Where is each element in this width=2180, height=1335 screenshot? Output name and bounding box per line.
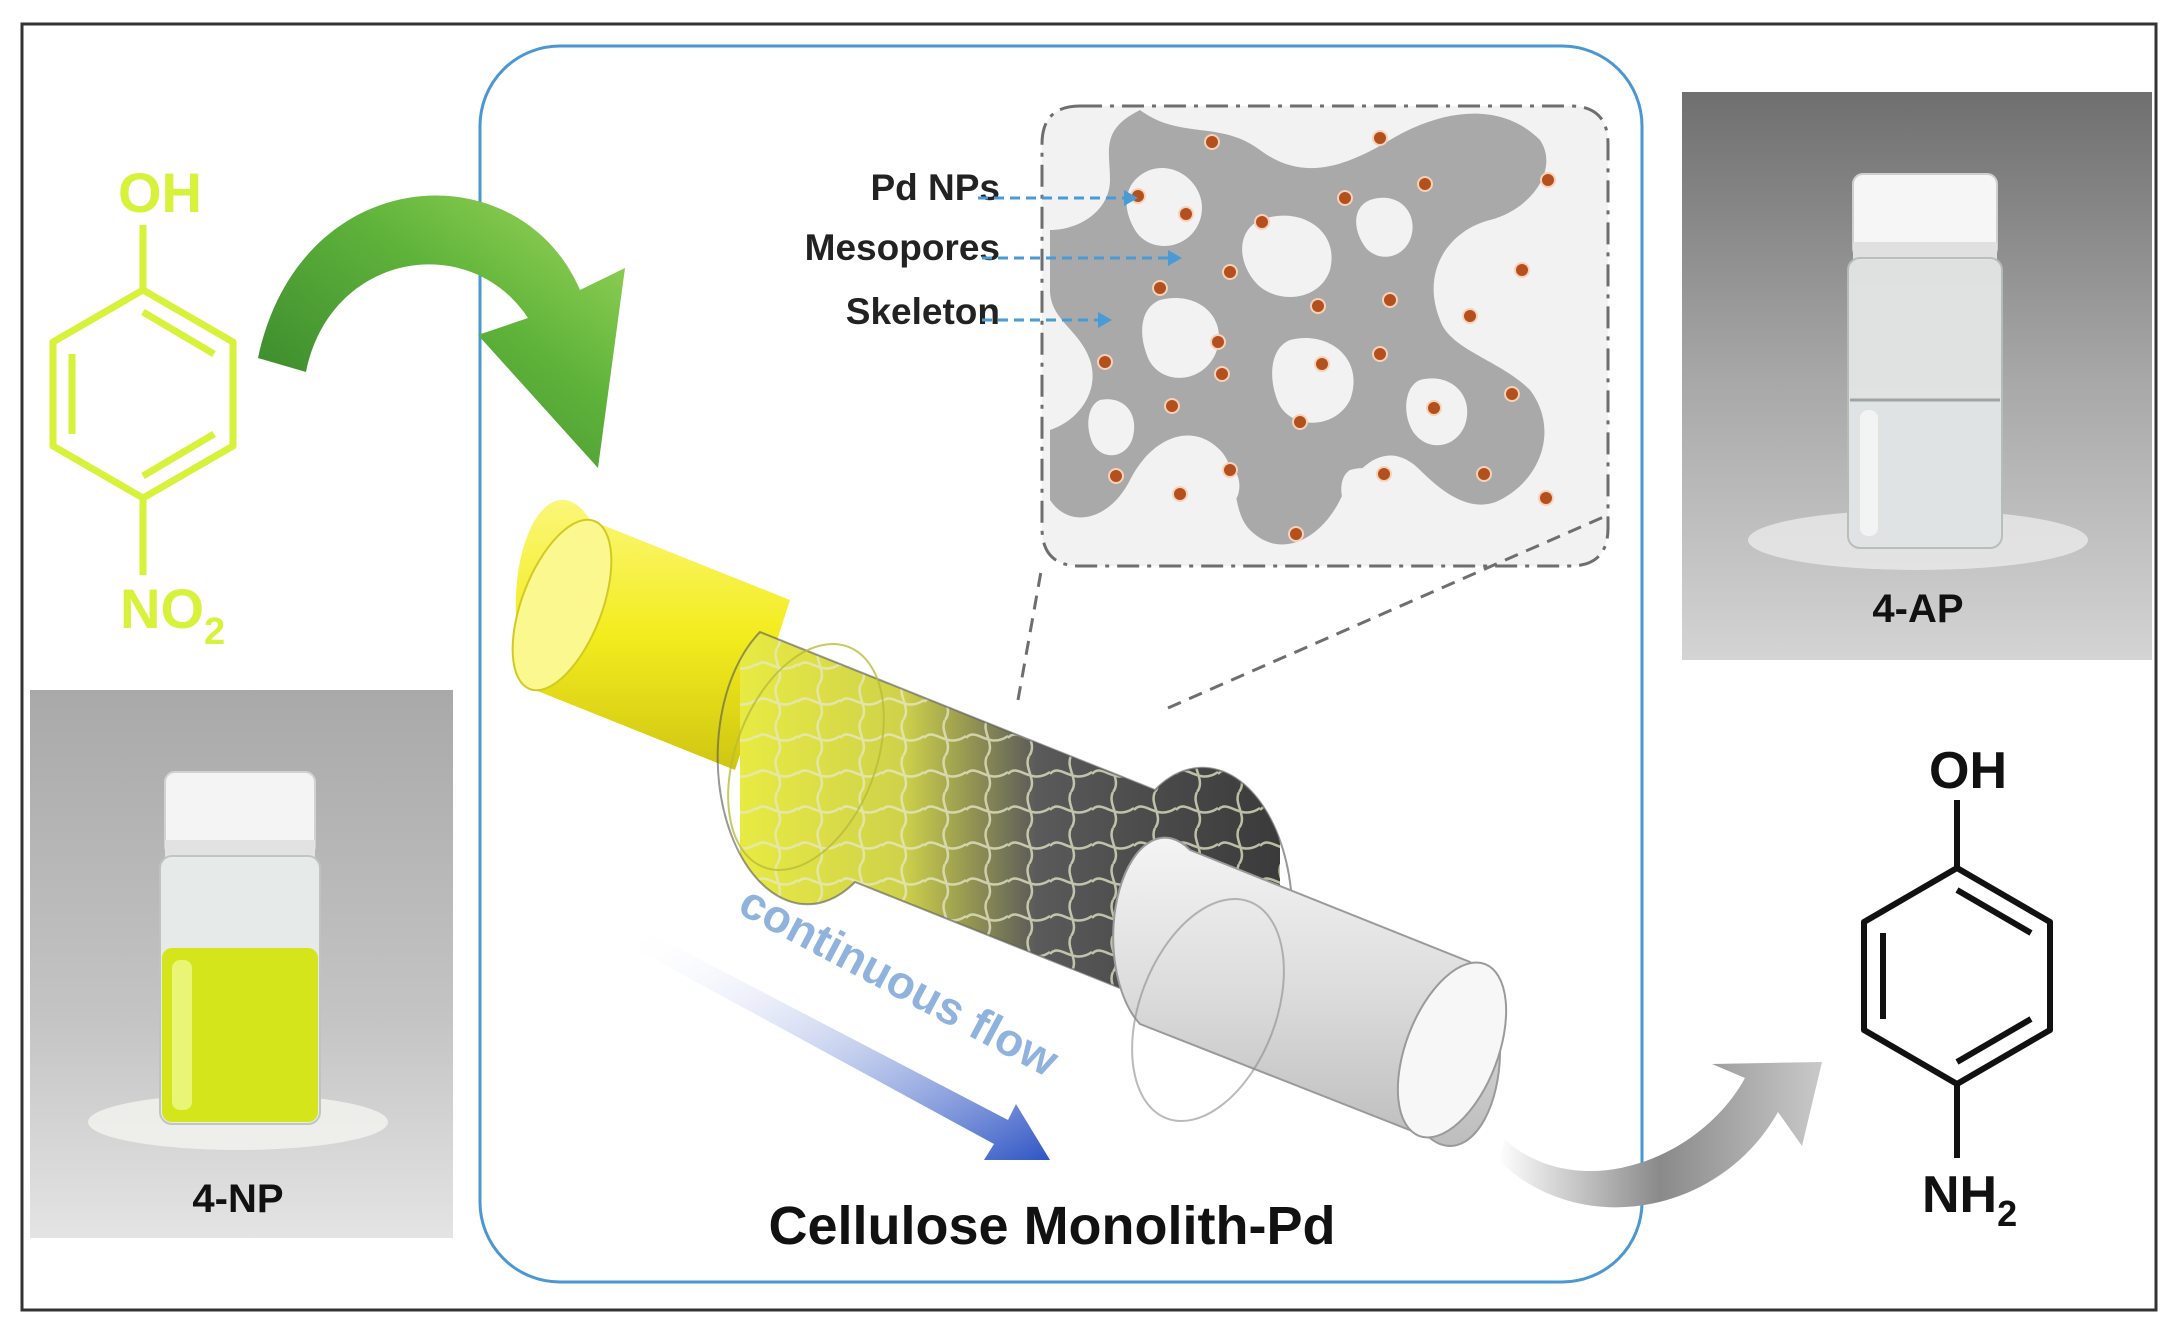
pd-particle — [1382, 292, 1398, 308]
flow-arrow — [630, 928, 1050, 1160]
photo-4ap-label: 4-AP — [1872, 587, 1963, 631]
label-mesopores: Mesopores — [805, 227, 1000, 268]
pd-particle — [1292, 414, 1308, 430]
label-pd-nps: Pd NPs — [870, 167, 1000, 208]
vial-liquid-left — [162, 948, 318, 1122]
monolith-frame — [478, 44, 1644, 1284]
pd-particle — [1097, 354, 1113, 370]
arrowhead-pd-nps — [1124, 190, 1138, 206]
pd-particle — [1372, 130, 1388, 146]
pd-particle — [1288, 526, 1304, 542]
arrowhead-skeleton — [1098, 312, 1112, 328]
photo-4np: 4-NP — [30, 690, 453, 1238]
product-double-bond — [1955, 887, 2033, 936]
feed-arrow — [258, 195, 625, 469]
pd-particle — [1376, 466, 1392, 482]
pd-particle — [1314, 356, 1330, 372]
reactant-structure — [49, 225, 237, 575]
inlet-tube-end — [511, 518, 613, 692]
reactant-oh-label: OH — [118, 161, 202, 224]
pd-particle — [1476, 466, 1492, 482]
vial-cap-rim-left — [165, 840, 315, 858]
pd-particle — [1417, 176, 1433, 192]
label-arrows — [978, 196, 1168, 322]
reactant-double-bond — [141, 308, 216, 358]
label-skeleton: Skeleton — [846, 291, 1000, 332]
zoom-line-right — [1167, 513, 1609, 710]
photo-4ap: 4-AP — [1682, 92, 2152, 660]
arrowhead-mesopores — [1168, 250, 1182, 266]
monolith-title: Cellulose Monolith-Pd — [769, 1196, 1336, 1256]
pd-particle — [1540, 172, 1556, 188]
pd-particle — [1504, 386, 1520, 402]
pd-particle — [1204, 134, 1220, 150]
pd-particle — [1254, 214, 1270, 230]
pd-particle — [1538, 490, 1554, 506]
pd-particle — [1214, 366, 1230, 382]
vial-highlight-right — [1860, 410, 1878, 536]
pd-particle — [1178, 206, 1194, 222]
pd-nanoparticles — [1097, 130, 1556, 542]
product-arrow — [1498, 1062, 1822, 1208]
pd-particle — [1222, 264, 1238, 280]
monolith-outlet-rim — [1131, 897, 1285, 1123]
pd-particle — [1210, 334, 1226, 350]
pd-particle — [1108, 468, 1124, 484]
vial-liquid-right — [1850, 398, 2000, 546]
pd-particle — [1372, 346, 1388, 362]
pd-particle — [1514, 262, 1530, 278]
pd-particle — [1164, 398, 1180, 414]
inset-labels: Pd NPs Mesopores Skeleton — [805, 167, 1182, 332]
reactant-double-bond — [141, 430, 216, 480]
product-nh2-label: NH2 — [1922, 1166, 2017, 1234]
label-arrowheads — [1098, 190, 1182, 328]
product-oh-label: OH — [1929, 742, 2007, 800]
outlet-tube-end — [1396, 961, 1508, 1139]
pd-particle — [1310, 298, 1326, 314]
pd-particle — [1172, 486, 1188, 502]
vial-cap-rim-right — [1853, 242, 1997, 260]
vial-highlight-left — [172, 960, 192, 1110]
reactant-no2-label: NO2 — [120, 577, 225, 653]
pd-particle — [1222, 462, 1238, 478]
product-double-bond — [1955, 1016, 2033, 1065]
inset-border — [1040, 104, 1610, 568]
pd-particle — [1337, 190, 1353, 206]
pd-particle — [1462, 308, 1478, 324]
pd-particle — [1426, 400, 1442, 416]
product-structure — [1861, 800, 2053, 1158]
monolith-inlet-rim — [727, 643, 885, 871]
inset-content — [1042, 106, 1608, 566]
inset-zoom — [1040, 104, 1610, 568]
pd-particle — [1152, 280, 1168, 296]
photo-4np-label: 4-NP — [192, 1177, 283, 1221]
